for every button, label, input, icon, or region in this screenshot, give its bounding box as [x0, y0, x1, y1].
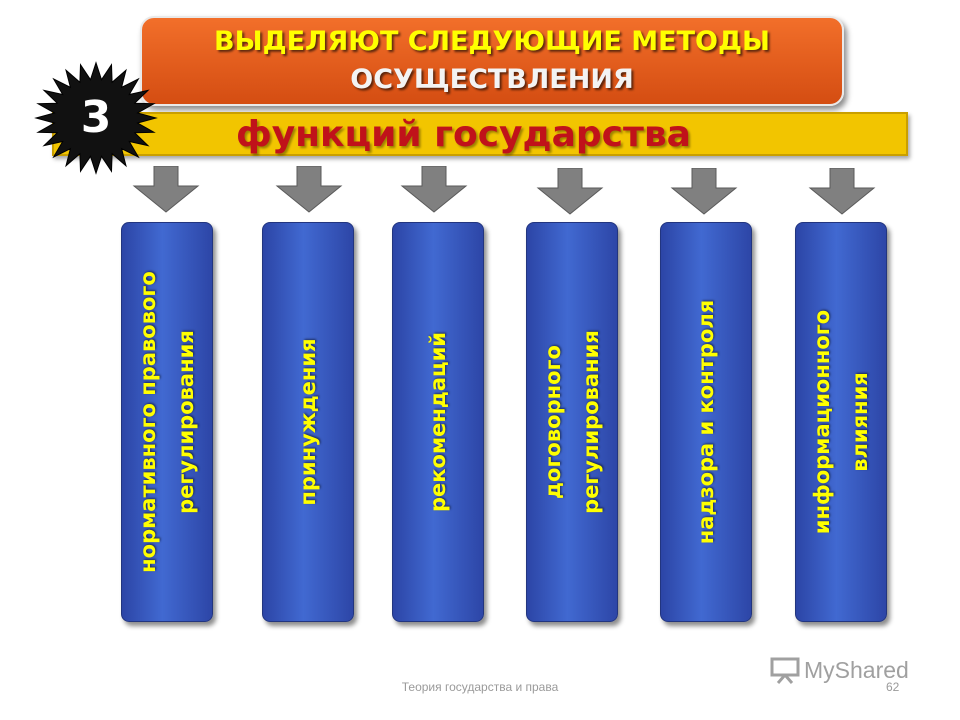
method-card-supervision: надзора и контроля [660, 222, 752, 622]
method-label: информационного влияния [810, 309, 872, 535]
title-line-2: ОСУЩЕСТВЛЕНИЯ [350, 64, 634, 95]
method-card-recommendations: рекомендаций [392, 222, 484, 622]
method-label: надзора и контроля [694, 299, 718, 545]
arrow-down-icon [536, 168, 604, 215]
presentation-icon [770, 657, 800, 684]
method-label: нормативного правового регулирования [136, 271, 198, 573]
subtitle-text: функций государства [236, 114, 691, 155]
arrow-down-icon [400, 166, 468, 213]
page-number: 62 [886, 680, 900, 694]
title-box: ВЫДЕЛЯЮТ СЛЕДУЮЩИЕ МЕТОДЫ ОСУЩЕСТВЛЕНИЯ [140, 16, 844, 106]
method-label: рекомендаций [426, 332, 450, 512]
method-card-coercion: принуждения [262, 222, 354, 622]
badge-number: 3 [81, 92, 112, 143]
subtitle-bar [52, 112, 908, 156]
method-label: принуждения [296, 338, 320, 506]
arrow-down-icon [808, 168, 876, 215]
starburst-badge: 3 [34, 61, 158, 175]
arrow-down-icon [670, 168, 738, 215]
method-card-contractual: договорного регулирования [526, 222, 618, 622]
method-label: договорного регулирования [541, 330, 603, 514]
arrow-down-icon [132, 166, 200, 213]
watermark-brand: MyShared [804, 656, 909, 683]
method-card-information: информационного влияния [795, 222, 887, 622]
method-card-normative: нормативного правового регулирования [121, 222, 213, 622]
footer-text: Теория государства и права [401, 680, 559, 694]
title-line-1: ВЫДЕЛЯЮТ СЛЕДУЮЩИЕ МЕТОДЫ [214, 26, 770, 57]
watermark: MyShared [770, 656, 909, 684]
arrow-down-icon [275, 166, 343, 213]
